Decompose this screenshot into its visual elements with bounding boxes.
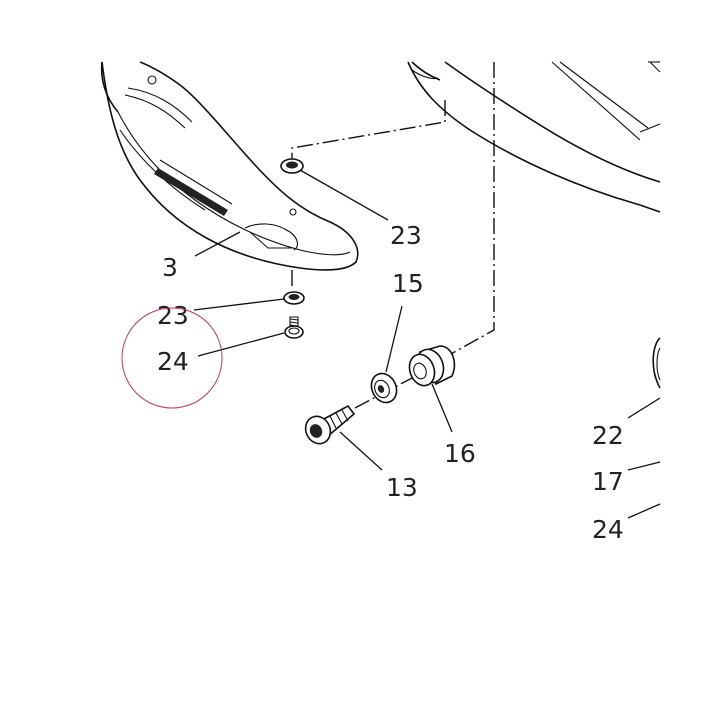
main-body-outline xyxy=(407,61,661,389)
part-15-washer xyxy=(370,372,398,404)
callout-24-left: 24 xyxy=(157,347,189,376)
leader-24-right xyxy=(627,503,661,519)
part-23-washer-lower xyxy=(283,291,305,305)
leader-lines xyxy=(193,169,661,519)
callout-23-mid: 23 xyxy=(157,301,189,330)
center-line-vertical xyxy=(439,62,495,361)
callout-22: 22 xyxy=(592,421,624,450)
callout-24-right: 24 xyxy=(592,515,624,544)
leader-24-left xyxy=(197,332,285,357)
center-line-upper xyxy=(291,100,446,165)
leader-22 xyxy=(627,397,661,419)
leader-3 xyxy=(194,231,241,257)
leader-23-top xyxy=(299,169,389,221)
part-23-washer-top xyxy=(280,158,304,174)
leader-23-mid xyxy=(193,298,285,311)
leader-17 xyxy=(627,461,661,471)
leader-16 xyxy=(431,383,453,433)
callout-16: 16 xyxy=(444,439,476,468)
callout-15: 15 xyxy=(392,269,424,298)
part-13-bolt xyxy=(304,404,356,445)
leader-13 xyxy=(339,431,383,471)
part-3-heat-shield xyxy=(100,61,359,271)
highlight-circle xyxy=(121,307,223,409)
part-24-screw xyxy=(284,316,304,339)
callout-23-top: 23 xyxy=(390,221,422,250)
callout-13: 13 xyxy=(386,473,418,502)
part-16-bushing xyxy=(408,345,456,387)
callout-17: 17 xyxy=(592,467,624,496)
callout-3: 3 xyxy=(162,253,178,282)
leader-15 xyxy=(385,305,403,373)
